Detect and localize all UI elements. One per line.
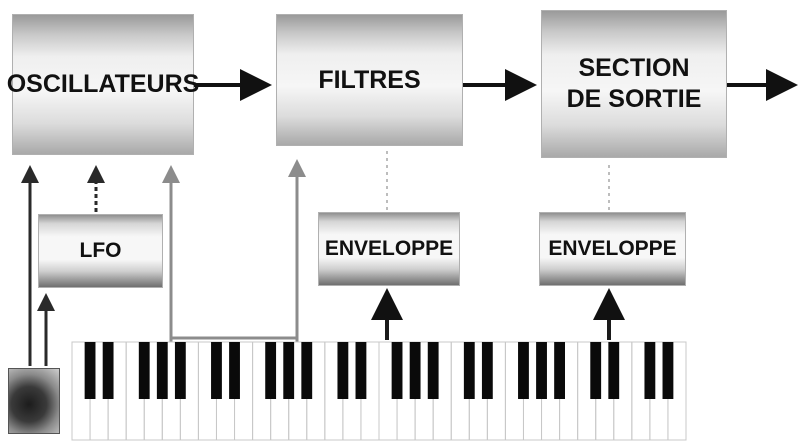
black-key	[463, 342, 475, 399]
black-key	[301, 342, 313, 399]
filter-envelope-label: ENVELOPPE	[324, 237, 454, 260]
output-section-block: SECTION DE SORTIE	[541, 10, 727, 158]
black-key	[608, 342, 620, 399]
black-key	[355, 342, 367, 399]
black-key	[265, 342, 277, 399]
black-key	[84, 342, 96, 399]
filters-label: FILTRES	[318, 65, 421, 94]
oscillators-label: OSCILLATEURS	[6, 70, 200, 98]
lfo-block: LFO	[38, 214, 163, 288]
black-key	[102, 342, 114, 399]
black-key	[156, 342, 168, 399]
output-label-line1: SECTION	[578, 54, 690, 82]
black-key	[481, 342, 493, 399]
filters-block: FILTRES	[276, 14, 463, 146]
black-key	[590, 342, 602, 399]
black-key	[662, 342, 674, 399]
black-key	[644, 342, 656, 399]
black-key	[138, 342, 150, 399]
black-key	[174, 342, 186, 399]
filter-envelope-block: ENVELOPPE	[318, 212, 460, 286]
output-label-line2: DE SORTIE	[566, 85, 702, 113]
black-key	[536, 342, 547, 399]
black-key	[283, 342, 295, 399]
keyboard	[71, 341, 687, 441]
black-key	[391, 342, 403, 399]
black-key	[211, 342, 222, 399]
black-key	[229, 342, 240, 399]
output-envelope-label: ENVELOPPE	[548, 237, 677, 260]
pitch-track-line	[169, 336, 299, 342]
black-key	[554, 342, 566, 399]
oscillators-block: OSCILLATEURS	[7, 14, 199, 155]
black-key	[337, 342, 349, 399]
output-envelope-block: ENVELOPPE	[539, 212, 686, 286]
black-key	[427, 342, 439, 399]
black-key	[518, 342, 529, 399]
black-key	[409, 342, 421, 399]
lfo-label: LFO	[79, 239, 122, 262]
modulation-wheel-image	[8, 368, 60, 434]
